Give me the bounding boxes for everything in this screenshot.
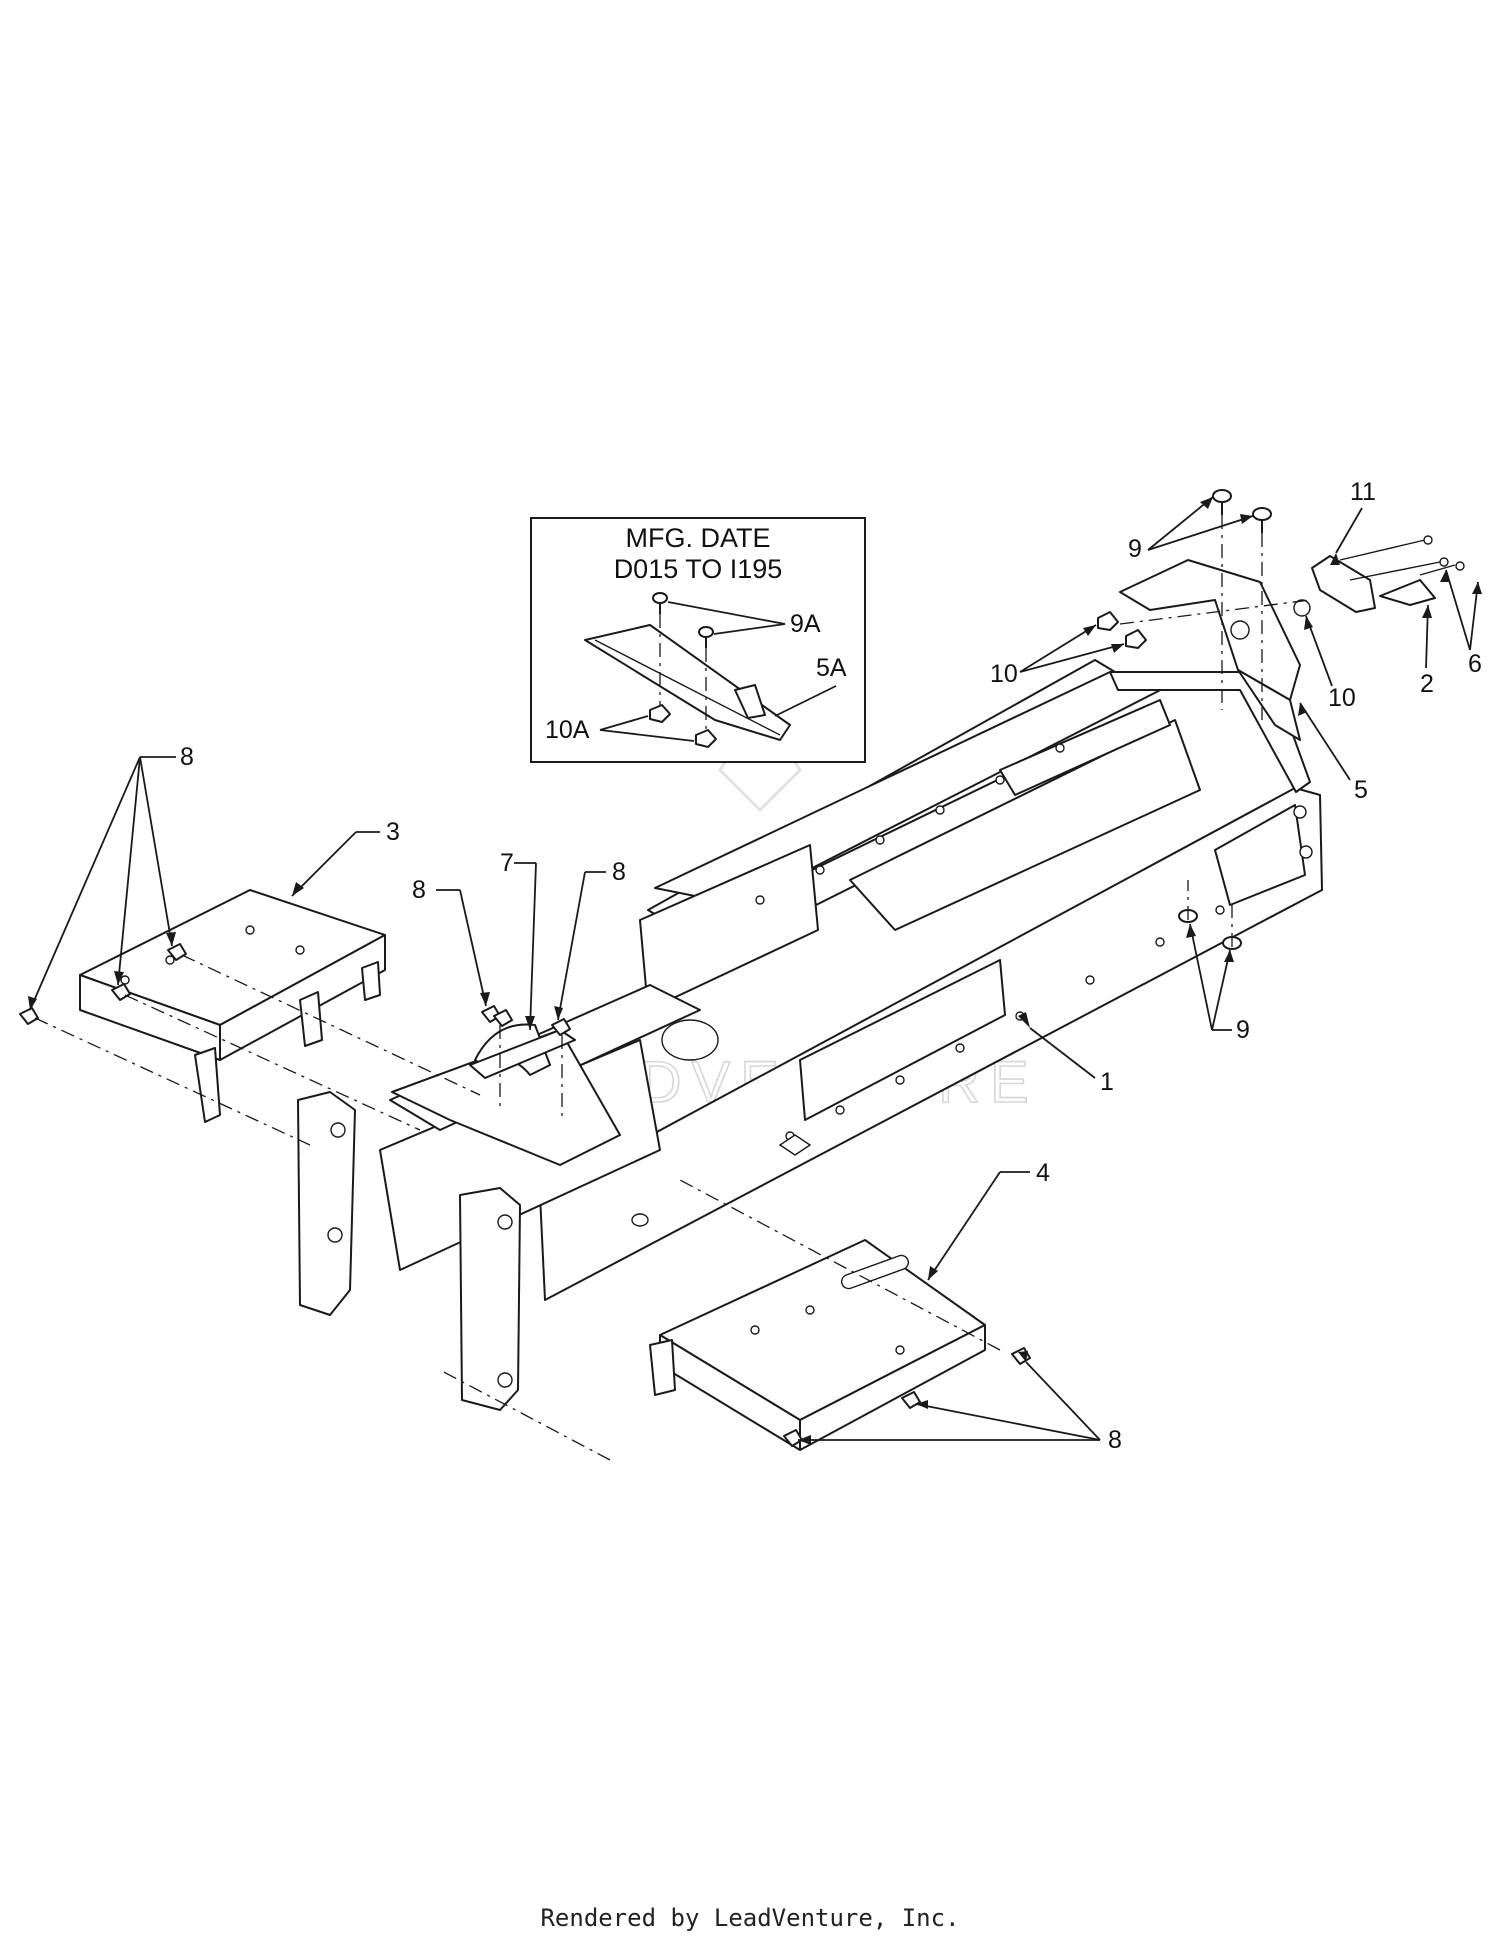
left-footrest <box>79 889 386 1123</box>
callout-6: 6 <box>1468 650 1482 678</box>
callout-10-right: 10 <box>1328 684 1356 712</box>
inset-title-line1: MFG. DATE <box>626 523 771 553</box>
callout-8-center-right: 8 <box>612 858 626 886</box>
inset-panel: MFG. DATE D015 TO I195 9A 5A 10A <box>530 517 866 763</box>
hitch-bracket <box>1119 559 1301 741</box>
callout-3: 3 <box>386 818 400 846</box>
callout-5: 5 <box>1354 776 1368 804</box>
callout-7: 7 <box>500 849 514 877</box>
callout-8-left: 8 <box>180 743 194 771</box>
centerlines <box>34 515 1311 1461</box>
leader-arrowheads <box>28 497 1482 1445</box>
callout-10-left: 10 <box>990 660 1018 688</box>
callout-4: 4 <box>1036 1159 1050 1187</box>
latch-assembly <box>1293 535 1465 617</box>
callout-8-center: 8 <box>412 876 426 904</box>
callout-9-bottom: 9 <box>1236 1016 1250 1044</box>
callout-11: 11 <box>1350 478 1376 506</box>
inset-title-line2: D015 TO I195 <box>614 554 783 584</box>
callout-9A: 9A <box>790 610 821 638</box>
callout-5A: 5A <box>816 654 847 682</box>
callout-10A: 10A <box>545 716 590 744</box>
right-footrest <box>649 1239 986 1451</box>
callout-9-top: 9 <box>1128 535 1142 563</box>
main-frame <box>297 659 1323 1411</box>
callout-1: 1 <box>1100 1068 1114 1096</box>
render-credit: Rendered by LeadVenture, Inc. <box>540 1904 960 1932</box>
callout-2: 2 <box>1420 670 1434 698</box>
callout-8-right: 8 <box>1108 1426 1122 1454</box>
callouts: 1 2 3 4 5 6 7 8 8 8 <box>29 478 1482 1454</box>
